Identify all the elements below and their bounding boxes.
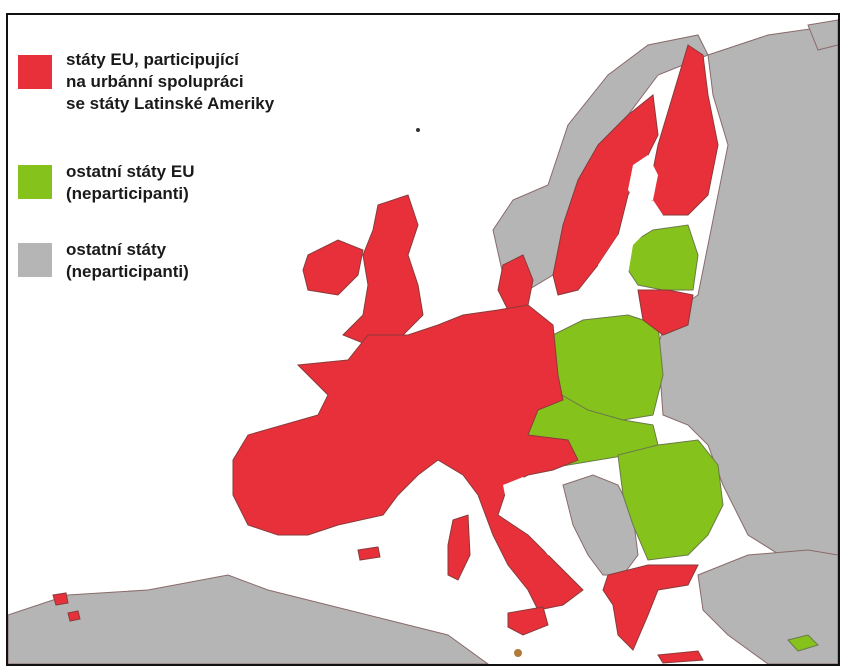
cyprus	[787, 634, 819, 652]
swatch-non-eu	[18, 243, 52, 277]
romania-bulgaria	[617, 439, 724, 561]
balearic	[357, 546, 381, 561]
legend-line: státy EU, participující	[66, 50, 239, 69]
legend-line: se státy Latinské Ameriky	[66, 94, 275, 113]
small-island-2	[67, 610, 81, 622]
legend-label-other-eu: ostatní státy EU (neparticipanti)	[66, 161, 194, 205]
legend-label-non-eu: ostatní státy (neparticipanti)	[66, 239, 189, 283]
eastern-europe-non-eu	[657, 24, 838, 576]
swatch-other-eu	[18, 165, 52, 199]
greece	[602, 564, 699, 651]
legend-line: (neparticipanti)	[66, 184, 189, 203]
arctic-islands	[807, 19, 838, 51]
baltic-sea	[598, 200, 663, 315]
legend-line: na urbánní spolupráci	[66, 72, 244, 91]
north-africa	[8, 574, 489, 664]
legend-line: (neparticipanti)	[66, 262, 189, 281]
adriatic	[503, 477, 568, 560]
map-frame: státy EU, participující na urbánní spolu…	[6, 13, 840, 666]
sardinia	[447, 514, 471, 581]
western-europe-red	[232, 304, 584, 611]
gulf-of-bothnia	[628, 155, 658, 205]
europe-map	[8, 19, 838, 664]
turkey	[697, 549, 838, 664]
baltic-green	[627, 224, 699, 291]
legend-line: ostatní státy	[66, 240, 167, 259]
legend-label-participating: státy EU, participující na urbánní spolu…	[66, 49, 274, 115]
sicily	[507, 606, 549, 636]
legend-line: ostatní státy EU	[66, 162, 195, 181]
small-island-1	[52, 592, 69, 606]
north-dot	[416, 128, 420, 132]
lithuania	[637, 289, 694, 336]
balkans-non-eu	[562, 474, 639, 576]
malta-dot	[514, 649, 522, 657]
crete	[657, 650, 704, 664]
sweden	[552, 94, 659, 296]
swatch-participating	[18, 55, 52, 89]
ireland	[302, 239, 364, 296]
finland	[647, 44, 719, 216]
